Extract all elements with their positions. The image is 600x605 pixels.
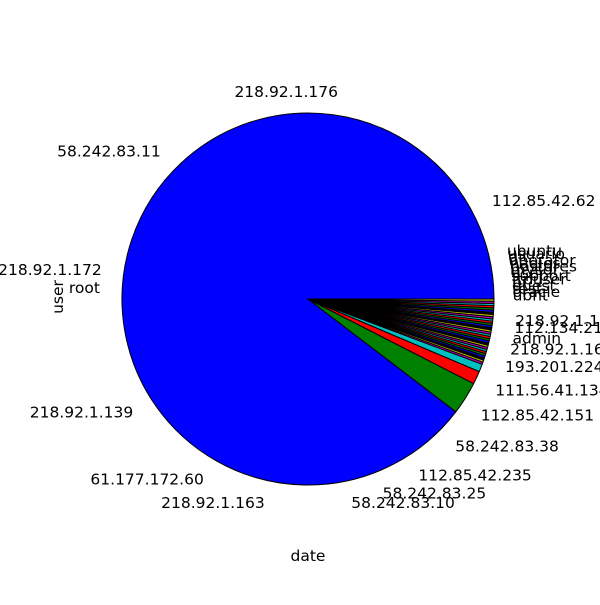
slice-label-cluster: mysql xyxy=(511,261,557,279)
slice-label: 112.85.42.235 xyxy=(418,467,531,485)
slice-label: 218.92.1.172 xyxy=(0,261,102,279)
slice-label-cluster: guest xyxy=(512,277,555,295)
pie-slices xyxy=(121,112,495,486)
slice-label: 61.177.172.60 xyxy=(90,470,203,488)
pie-labels: 218.92.1.176 58.242.83.11 root218.92.1.172… xyxy=(0,83,600,512)
slice-label-cluster: operator xyxy=(509,251,576,269)
slice-label-cluster: nagios xyxy=(509,254,560,272)
slice-label: 218.92.1.139 xyxy=(30,403,134,421)
slice-label-cluster: support xyxy=(511,267,571,285)
slice-label: 111.56.41.134 xyxy=(495,381,600,399)
slice-label-cluster: git xyxy=(508,248,528,266)
slice-label: 58.242.83.25 xyxy=(383,484,487,502)
slice-label-cluster: pi xyxy=(512,274,526,292)
slice-label: admin xyxy=(512,330,561,348)
x-axis-label: date xyxy=(291,547,326,565)
slice-label: 218.92.1.1 xyxy=(515,312,599,330)
slice-label: 58.242.83.38 xyxy=(455,437,559,455)
slice-label: 112.134.21 xyxy=(514,319,600,337)
slice-label: 112.85.42.151 xyxy=(481,406,594,424)
slice-label: root xyxy=(69,279,100,297)
slice-label-cluster: ubnt xyxy=(513,286,549,304)
pie-slice-112-85-42-62 xyxy=(307,298,495,302)
slice-label: 218.92.1.176 xyxy=(234,83,338,101)
y-axis-label: user xyxy=(49,279,67,313)
slice-label-cluster: test xyxy=(512,280,542,298)
slice-label: 58.242.83.10 xyxy=(351,494,455,512)
slice-label-cluster: usuario xyxy=(508,245,565,263)
slice-label-cluster: ftpuser xyxy=(512,270,568,288)
slice-label-cluster: ubuntu xyxy=(507,242,562,260)
slice-label: 218.92.1.163 xyxy=(161,494,265,512)
slice-label: 112.85.42.62 xyxy=(492,192,596,210)
slice-label: 218.92.1.16 xyxy=(510,340,600,358)
slice-label: 193.201.224 xyxy=(505,358,600,376)
slice-label: 58.242.83.11 xyxy=(57,143,161,161)
slice-label-cluster: oracle xyxy=(512,283,560,301)
slice-label-cluster: postgres xyxy=(510,258,577,276)
slice-label-cluster: user xyxy=(511,264,545,282)
